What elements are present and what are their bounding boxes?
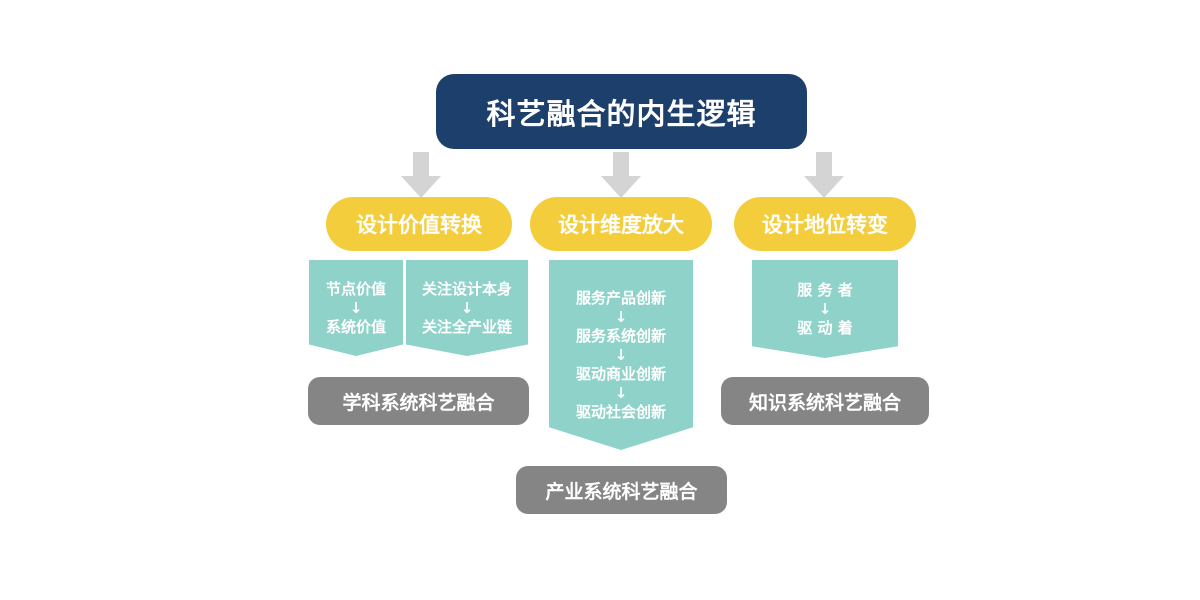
- heading-design-status: 设计地位转变: [734, 197, 916, 251]
- result-industry-system: 产业系统科艺融合: [516, 466, 727, 514]
- down-arrow-icon: ↓: [818, 300, 832, 318]
- down-arrow-icon: ↓: [349, 299, 363, 317]
- box-text: 关注设计本身: [421, 280, 512, 298]
- down-arrow-icon: [401, 152, 441, 198]
- down-arrow-icon: ↓: [460, 299, 474, 317]
- step-text: 服务系统创新: [575, 327, 666, 345]
- step-text: 驱动商业创新: [575, 365, 666, 383]
- value-change-box: 节点价值 ↓ 系统价值: [309, 260, 403, 356]
- step-text: 服务产品创新: [575, 289, 666, 307]
- down-arrow-icon: [601, 152, 641, 198]
- role-change-box: 服 务 者 ↓ 驱 动 着: [752, 260, 898, 358]
- result-knowledge-system: 知识系统科艺融合: [721, 377, 929, 425]
- focus-change-box: 关注设计本身 ↓ 关注全产业链: [406, 260, 528, 356]
- diagram-title: 科艺融合的内生逻辑: [436, 74, 807, 149]
- down-arrow-icon: ↓: [614, 346, 628, 364]
- step-text: 驱动社会创新: [575, 403, 666, 421]
- heading-design-dimension: 设计维度放大: [530, 197, 712, 251]
- box-text: 节点价值: [325, 280, 386, 298]
- box-text: 驱 动 着: [797, 319, 853, 337]
- box-text: 系统价值: [325, 318, 386, 336]
- box-text: 关注全产业链: [421, 318, 512, 336]
- innovation-steps-box: 服务产品创新 ↓ 服务系统创新 ↓ 驱动商业创新 ↓ 驱动社会创新: [549, 260, 693, 450]
- result-discipline-system: 学科系统科艺融合: [308, 377, 529, 425]
- box-text: 服 务 者: [797, 281, 853, 299]
- heading-design-value: 设计价值转换: [326, 197, 512, 251]
- down-arrow-icon: ↓: [614, 384, 628, 402]
- down-arrow-icon: [804, 152, 844, 198]
- down-arrow-icon: ↓: [614, 308, 628, 326]
